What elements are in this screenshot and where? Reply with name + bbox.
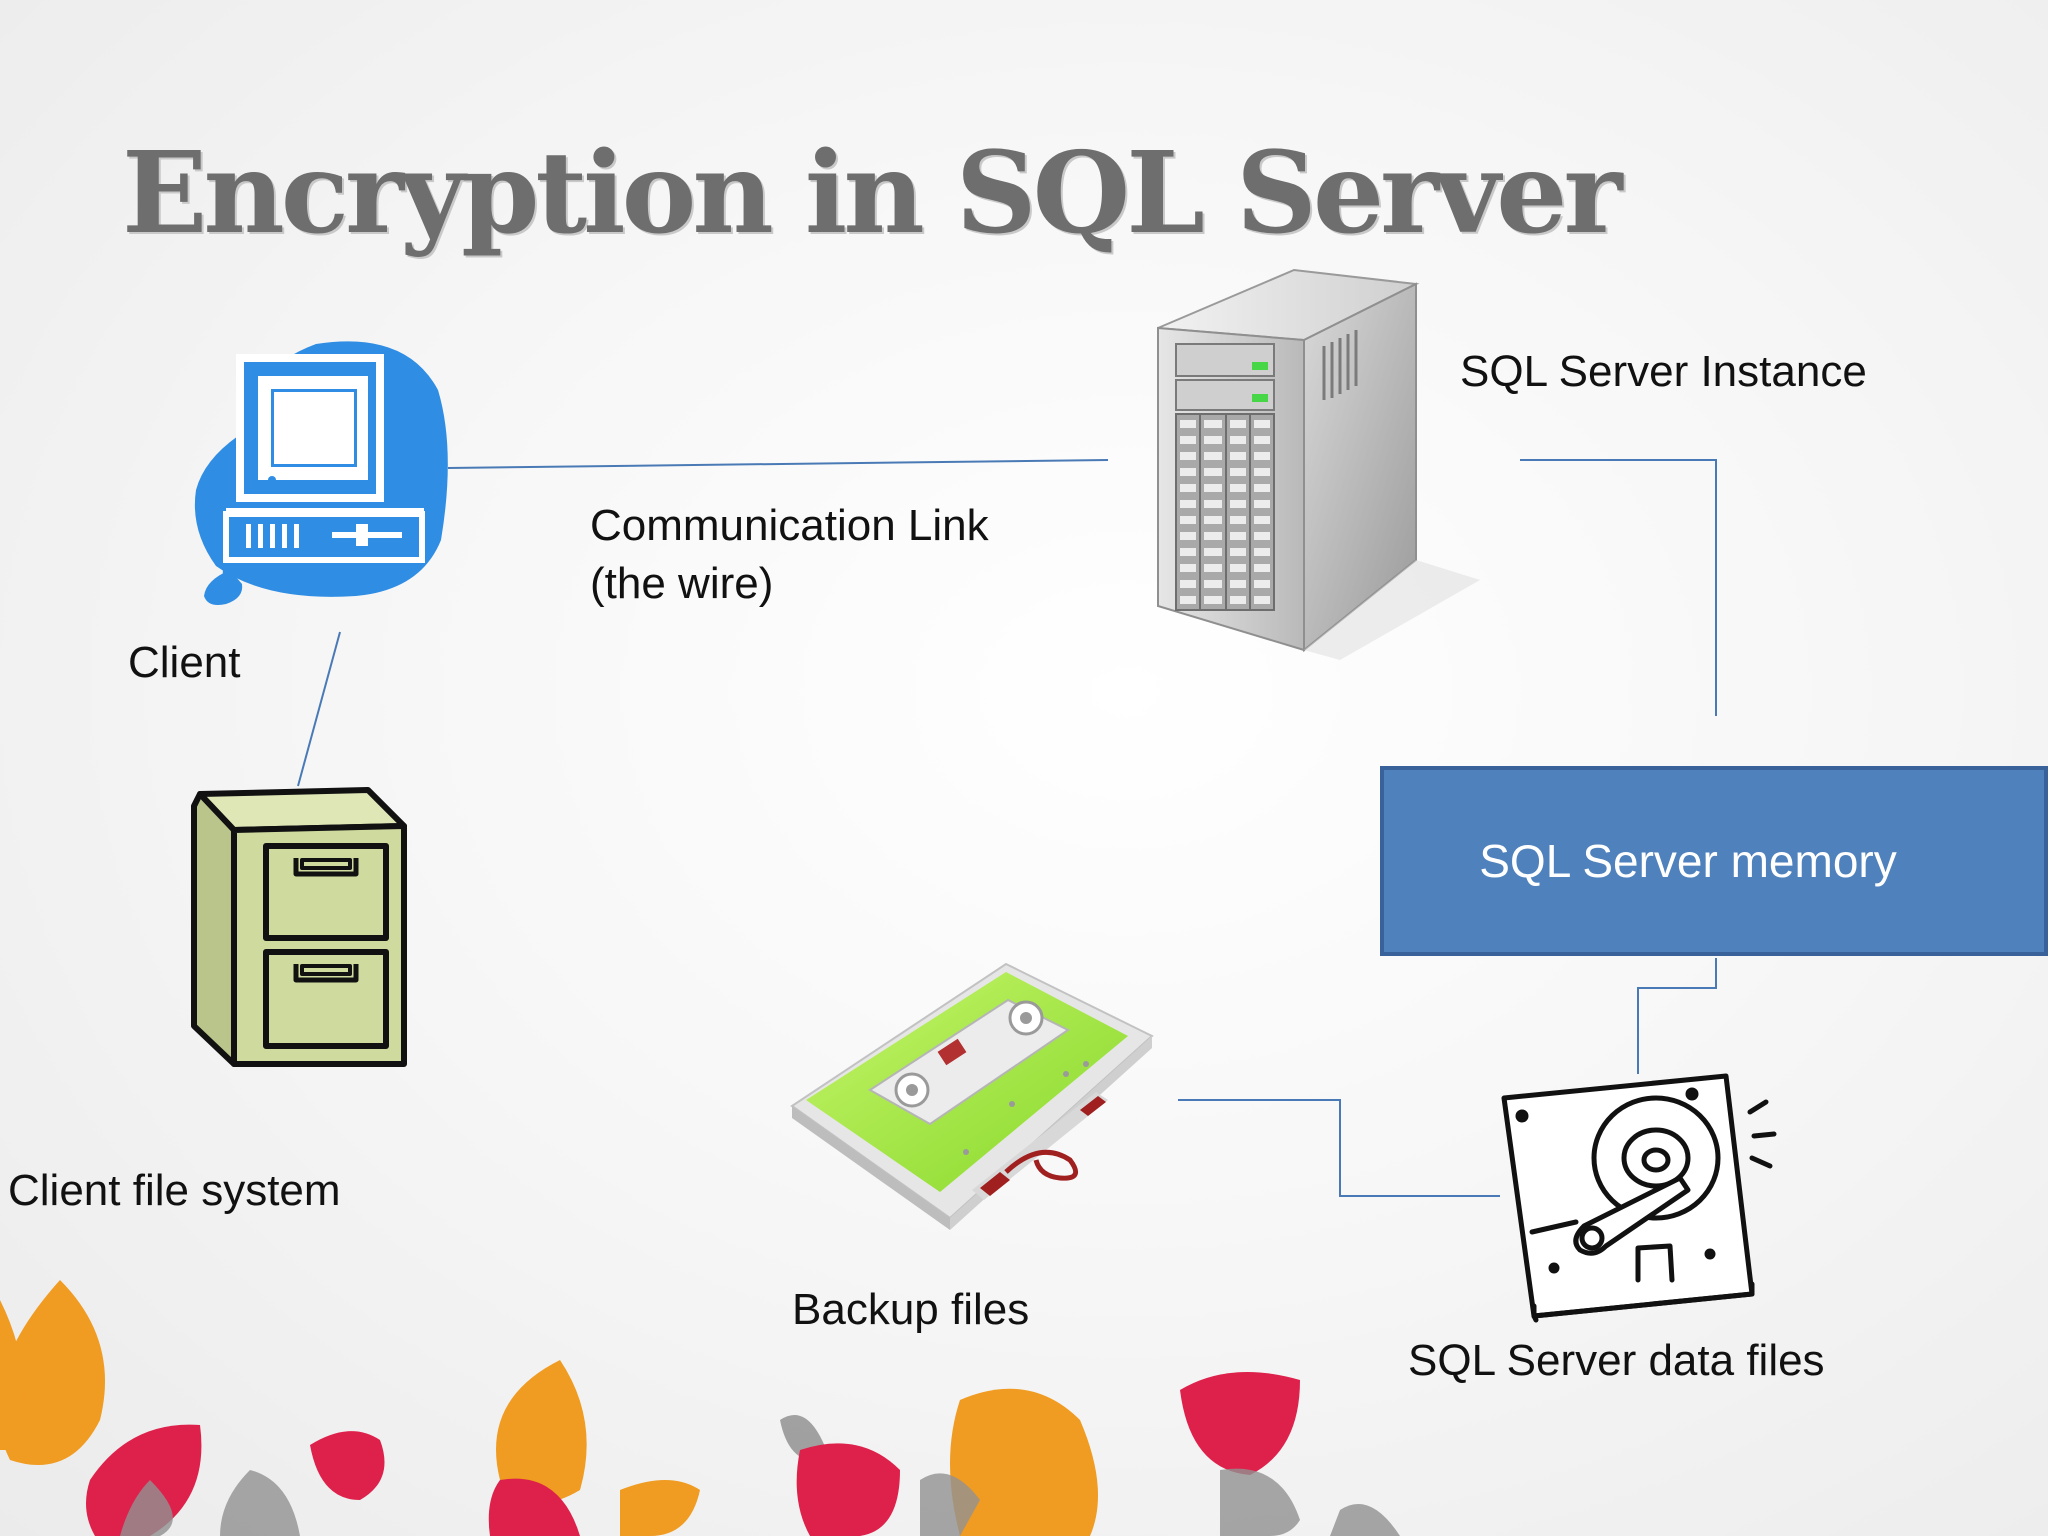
sql-server-instance-label: SQL Server Instance — [1460, 347, 1867, 396]
communication-link-sublabel: (the wire) — [590, 559, 774, 608]
memory-datafiles-link — [1637, 958, 1717, 1074]
communication-link-label: Communication Link — [590, 501, 989, 550]
client-filesystem-link — [297, 631, 341, 787]
sql-server-memory-box: SQL Server memory — [1380, 766, 2048, 956]
backup-datafiles-link — [1178, 1099, 1500, 1197]
slide-title: Encryption in SQL Server — [122, 128, 1622, 259]
client-server-link — [447, 459, 1109, 469]
sql-server-data-files-label: SQL Server data files — [1408, 1336, 1825, 1385]
sql-server-memory-label: SQL Server memory — [1479, 835, 1897, 887]
client-file-system-label: Client file system — [8, 1166, 341, 1215]
backup-files-label: Backup files — [792, 1285, 1030, 1334]
server-memory-link — [1520, 459, 1717, 716]
client-label: Client — [128, 638, 241, 687]
